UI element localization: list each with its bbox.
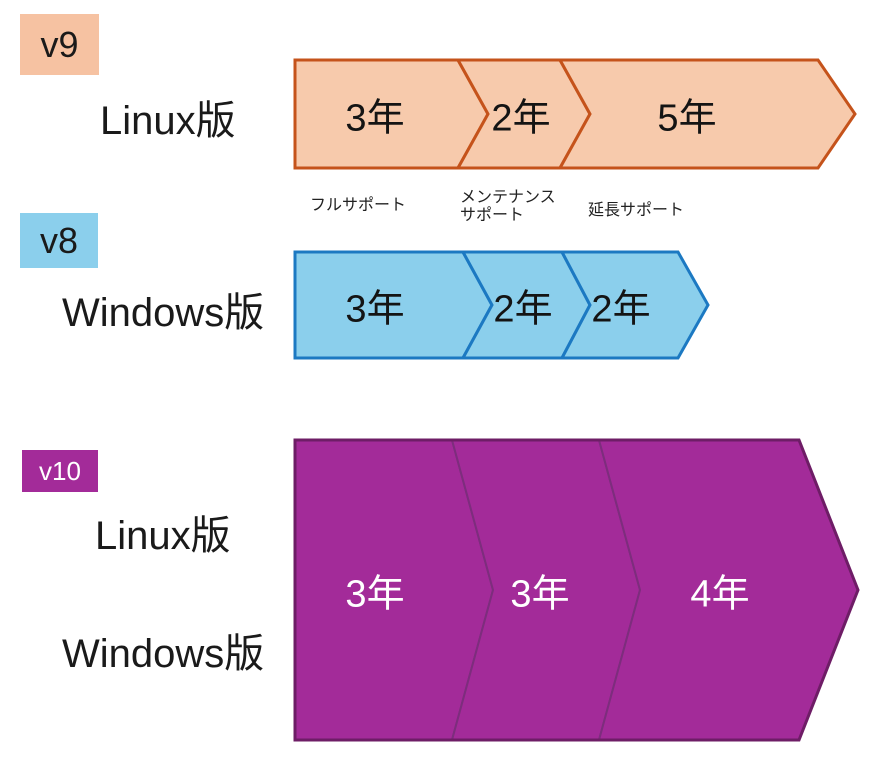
version-badge-v8: v8 [20, 213, 98, 268]
v10-arrow-outline [293, 438, 860, 742]
v9-support-timeline-arrow [293, 58, 857, 170]
phase-label-maintenance-line1: メンテナンス [460, 189, 556, 206]
v10-support-timeline-arrow [293, 438, 860, 742]
v8-duration-maintenance: 2年 [493, 288, 553, 331]
phase-label-full-support: フルサポート [310, 197, 407, 214]
platform-label-v10-windows: Windows版 [62, 632, 265, 676]
v9-duration-maintenance: 2年 [491, 97, 551, 140]
v10-duration-extended: 4年 [690, 573, 750, 616]
phase-label-maintenance-support: メンテナンス サポート [460, 189, 556, 224]
v8-duration-full-support: 3年 [345, 288, 405, 331]
platform-label-v8-windows: Windows版 [62, 291, 265, 335]
version-badge-v9: v9 [20, 14, 99, 75]
version-badge-v10: v10 [22, 450, 98, 492]
v10-duration-full-support: 3年 [345, 573, 405, 616]
phase-label-maintenance-line2: サポート [460, 206, 525, 224]
platform-label-v9-linux: Linux版 [100, 99, 236, 143]
v9-duration-full-support: 3年 [345, 97, 405, 140]
v9-segment-extended-shape [557, 58, 857, 170]
phase-label-extended-support: 延長サポート [588, 202, 685, 219]
v8-duration-extended: 2年 [591, 288, 651, 331]
v9-duration-extended: 5年 [657, 97, 717, 140]
platform-label-v10-linux: Linux版 [95, 514, 231, 558]
v8-segment-extended-shape [559, 250, 710, 360]
v10-duration-maintenance: 3年 [510, 573, 570, 616]
v8-support-timeline-arrow [293, 250, 710, 360]
